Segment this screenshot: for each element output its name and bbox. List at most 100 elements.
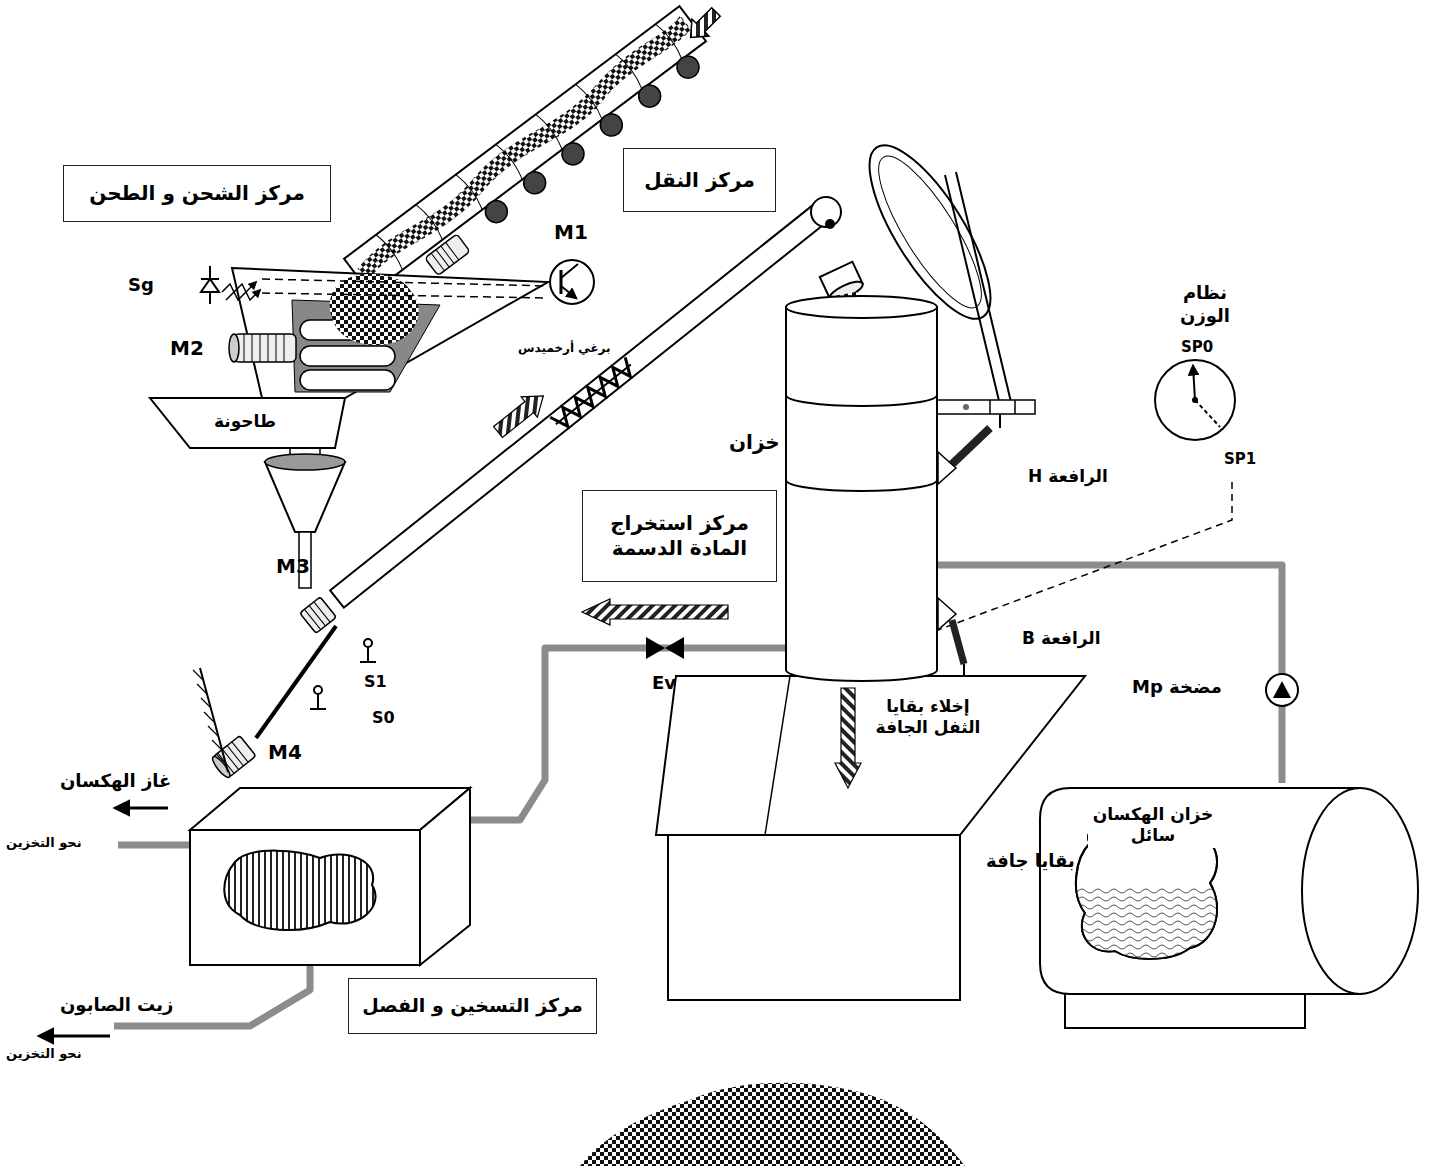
gauge-hand bbox=[1193, 366, 1195, 400]
limit-switch-s1 bbox=[364, 639, 372, 647]
lever-h bbox=[1014, 400, 1016, 414]
belt-conveyor bbox=[634, 81, 665, 112]
separator-unit bbox=[190, 788, 470, 965]
screw-conveyor bbox=[550, 357, 636, 431]
process-box: مركز استخراج المادة الدسمة bbox=[582, 490, 777, 582]
motor-m4 bbox=[210, 736, 256, 780]
photo-transistor bbox=[550, 260, 594, 304]
wall-hatch bbox=[193, 668, 228, 772]
motor-m3 bbox=[305, 602, 331, 630]
sensor-label: S1 bbox=[364, 672, 387, 692]
motor-m2 bbox=[234, 334, 296, 362]
photo-diode-sg bbox=[201, 278, 219, 280]
flow-note: نحو التخزين bbox=[6, 835, 82, 851]
motor-m3 bbox=[300, 597, 337, 634]
lever-h bbox=[925, 400, 1035, 484]
light-beam bbox=[262, 279, 548, 298]
part-label: برغي أرخميدس bbox=[518, 341, 611, 356]
limit-switch-s1 bbox=[360, 639, 376, 662]
dial-mark: SP1 bbox=[1224, 450, 1256, 469]
photo-diode-sg bbox=[226, 290, 260, 300]
tank-lid bbox=[956, 172, 1011, 402]
oil-arrow bbox=[40, 1035, 110, 1038]
extraction-tank-outline bbox=[785, 295, 938, 680]
belt-conveyor bbox=[481, 196, 512, 227]
light-beam bbox=[262, 293, 548, 298]
valve-ev bbox=[646, 637, 684, 659]
hexane-tank: خزان الهكسان سائل bbox=[1030, 783, 1425, 998]
motor-label: M2 bbox=[170, 336, 204, 361]
light-beam bbox=[262, 279, 548, 286]
flow-label: غاز الهكسان bbox=[60, 770, 171, 793]
discharge-arrow bbox=[835, 688, 861, 788]
screw-conveyor bbox=[556, 364, 631, 424]
lever-h bbox=[948, 428, 990, 468]
photo-transistor bbox=[560, 270, 563, 294]
lever-b bbox=[952, 620, 964, 664]
separator-unit bbox=[190, 830, 420, 965]
valve-label: Ev bbox=[652, 672, 676, 695]
node-title: مركز استخراج المادة الدسمة bbox=[593, 511, 766, 561]
motor-m2 bbox=[229, 334, 239, 362]
funnel bbox=[265, 454, 345, 470]
motor-m3 bbox=[300, 597, 337, 634]
feed-arrow bbox=[682, 4, 724, 46]
part-label: بقايا جافة bbox=[986, 850, 1075, 873]
tank-lid bbox=[862, 144, 998, 320]
wall-hatch bbox=[200, 668, 228, 772]
screw-pulley bbox=[811, 197, 841, 229]
grinder-hopper bbox=[330, 274, 419, 345]
process-box: مركز الشحن و الطحن bbox=[63, 165, 331, 222]
tank-lid bbox=[945, 175, 1000, 405]
weighing-gauge: نظام الوزنSP0SP1 bbox=[1140, 282, 1270, 482]
motor-m4 bbox=[210, 754, 232, 779]
residue-container bbox=[668, 835, 960, 1000]
motor-m2 bbox=[229, 334, 296, 362]
gauge-dial bbox=[1155, 360, 1235, 440]
residue-container bbox=[765, 676, 790, 835]
process-box: مركز النقل bbox=[623, 148, 776, 212]
grinder-hopper bbox=[300, 370, 395, 390]
residue-container bbox=[656, 676, 1085, 835]
process-box: مركز التسخين و الفصل bbox=[348, 978, 597, 1034]
node-title: طاحونة bbox=[170, 411, 320, 432]
limit-switch-s0 bbox=[314, 686, 322, 694]
node-title: خزان bbox=[729, 430, 780, 455]
sensor-label: S0 bbox=[372, 708, 395, 728]
gas-pipe bbox=[118, 842, 190, 849]
pump-symbol bbox=[1273, 681, 1291, 698]
mill-body bbox=[150, 398, 345, 448]
limit-switch-s0 bbox=[317, 694, 319, 709]
funnel bbox=[265, 448, 345, 588]
motor-m1 bbox=[431, 242, 459, 270]
tank-top bbox=[786, 296, 937, 318]
belt-conveyor bbox=[558, 138, 589, 169]
motor-label: M3 bbox=[276, 554, 310, 579]
sensor-label: Sg bbox=[128, 274, 154, 297]
photo-transistor bbox=[561, 286, 576, 298]
flow-label: زيت الصابون bbox=[60, 994, 173, 1017]
part-label: الرافعة B bbox=[1022, 628, 1101, 649]
valve-ev bbox=[646, 637, 665, 659]
lever-h bbox=[938, 452, 956, 484]
part-label: الرافعة H bbox=[1028, 466, 1108, 487]
screw-pulley bbox=[825, 219, 835, 229]
gauge-hand bbox=[1195, 400, 1220, 427]
node-title: مركز التسخين و الفصل bbox=[362, 994, 582, 1018]
limit-switch-s0 bbox=[310, 708, 326, 710]
node-title: مركز النقل bbox=[644, 168, 755, 193]
separator-unit bbox=[224, 851, 375, 930]
belt-conveyor bbox=[519, 167, 550, 198]
wall-hatch bbox=[193, 670, 226, 764]
pump-symbol bbox=[1266, 674, 1298, 706]
pump-symbol bbox=[1266, 674, 1298, 706]
lever-h bbox=[989, 400, 991, 414]
limit-switch-s1 bbox=[367, 647, 369, 662]
gauge-pivot bbox=[1192, 397, 1198, 403]
weighing-link bbox=[938, 482, 1232, 630]
grinder-hopper bbox=[300, 346, 395, 366]
photo-diode-sg bbox=[201, 266, 260, 304]
node-title: خزان الهكسان سائل bbox=[1088, 803, 1218, 848]
residue-container bbox=[656, 676, 1085, 1000]
